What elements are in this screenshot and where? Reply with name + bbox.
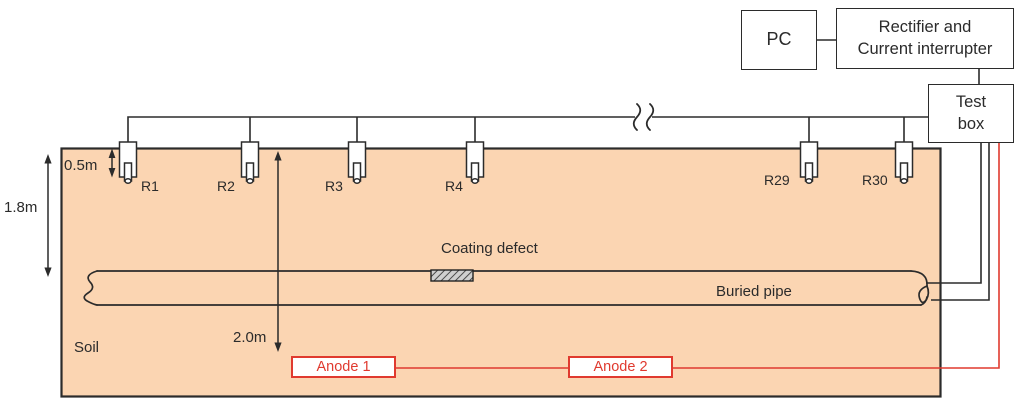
label-electrode-r2: R2	[217, 178, 235, 194]
anode-2-label: Anode 2	[593, 359, 648, 375]
electrode-r29	[799, 141, 819, 184]
label-dimension-anode-depth: 2.0m	[233, 329, 267, 346]
electrode-r1	[118, 141, 138, 184]
test-box-label-line2: box	[957, 114, 985, 133]
label-coating-defect: Coating defect	[441, 240, 538, 257]
dimension-arrows	[44, 148, 282, 352]
dimension-arrow-0-5m	[108, 148, 116, 178]
reference-electrodes	[118, 141, 914, 184]
pc-box: PC	[741, 10, 817, 70]
pipe-right-end-seam	[918, 284, 930, 304]
testbox-to-pipe-wire-2	[931, 143, 990, 301]
coating-defect-patch	[430, 269, 474, 282]
rectifier-current-interrupter-box: Rectifier and Current interrupter	[836, 8, 1014, 69]
electrode-r2	[240, 141, 260, 184]
label-buried-pipe: Buried pipe	[716, 283, 792, 300]
electrode-r30	[894, 141, 914, 184]
electrode-bus-wire-left	[127, 116, 635, 142]
electrode-r3	[347, 141, 367, 184]
wire-break-icon	[632, 103, 655, 131]
dimension-arrow-1-8m	[44, 154, 52, 277]
anode-1-box: Anode 1	[291, 356, 396, 378]
dimension-arrow-2-0m	[274, 151, 282, 352]
testbox-to-pipe-wire-1	[926, 143, 982, 284]
buried-pipe-outline	[83, 270, 930, 306]
pipe-left-break	[83, 270, 98, 306]
label-dimension-electrode-depth: 0.5m	[64, 157, 98, 174]
electrode-r4	[465, 141, 485, 184]
rectifier-box-label-line2: Current interrupter	[857, 39, 993, 58]
label-soil: Soil	[74, 339, 100, 356]
rectifier-box-label-line1: Rectifier and	[878, 18, 972, 37]
label-electrode-r4: R4	[445, 178, 463, 194]
testbox-to-anode2-wire	[673, 143, 1000, 369]
pc-box-label: PC	[766, 29, 792, 50]
test-box: Test box	[928, 84, 1014, 143]
label-dimension-pipe-depth: 1.8m	[4, 199, 38, 216]
measurement-wiring	[127, 39, 990, 301]
test-box-label-line1: Test	[955, 93, 987, 112]
anode-circuit-wiring	[396, 143, 1000, 369]
label-electrode-r1: R1	[141, 178, 159, 194]
anode-2-box: Anode 2	[568, 356, 673, 378]
anode-1-label: Anode 1	[316, 359, 371, 375]
label-electrode-r3: R3	[325, 178, 343, 194]
label-electrode-r29: R29	[764, 172, 790, 188]
soil-region	[60, 147, 942, 398]
label-electrode-r30: R30	[862, 172, 888, 188]
